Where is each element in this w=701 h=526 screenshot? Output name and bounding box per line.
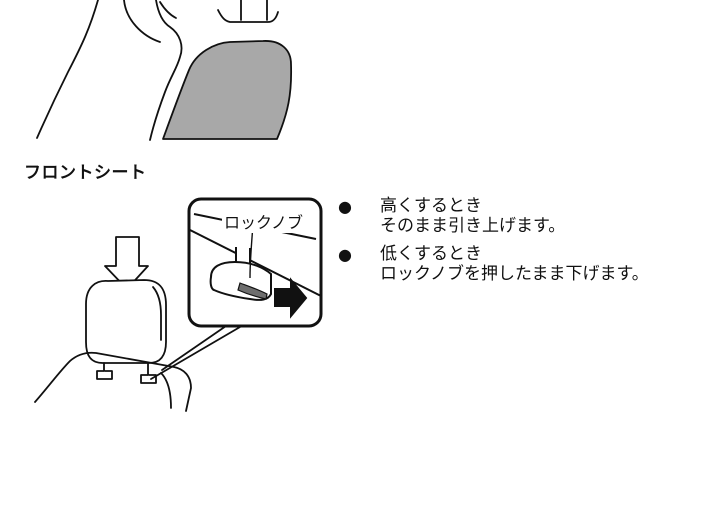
lock-knob-shading-icon: [237, 282, 268, 300]
callout-pointer-icon: [161, 325, 227, 371]
stay-right-icon: [140, 362, 157, 384]
section-title: フロントシート: [24, 163, 147, 183]
front-headrest-side-icon: [152, 286, 162, 341]
callout-bottom-line-icon: [189, 229, 322, 297]
person-outline-icon: [36, 0, 99, 139]
bullet-icon: ●: [338, 245, 352, 264]
front-headrest-icon: [85, 279, 167, 364]
instruction-item-raise: ● 高くするとき そのまま引き上げます。: [338, 196, 693, 236]
lock-knob-label: ロックノブ: [222, 209, 306, 233]
headrest-base-icon: [217, 9, 279, 23]
down-arrow-icon: [104, 236, 149, 290]
seat-back-right-icon: [160, 372, 172, 409]
instruction-list: ● 高くするとき そのまま引き上げます。 ● 低くするとき ロックノブを押したま…: [338, 196, 693, 292]
stay-left-icon: [96, 362, 113, 380]
person-neck-icon: [123, 0, 161, 43]
bullet-icon: ●: [338, 197, 352, 216]
instruction-item-lower: ● 低くするとき ロックノブを押したまま下げます。: [338, 244, 693, 284]
front-seat-figure: [34, 236, 241, 412]
instruction-heading: 高くするとき: [380, 196, 482, 216]
callout-pointer-lower-icon: [150, 326, 241, 380]
instruction-heading: 低くするとき: [380, 244, 482, 264]
press-arrow-icon: [274, 277, 308, 319]
headrest-icon: [162, 40, 293, 140]
person-ear-icon: [159, 1, 177, 19]
instruction-body: ロックノブを押したまま下げます。: [380, 264, 649, 284]
driver-headrest-figure: [36, 0, 293, 141]
person-shoulder-icon: [149, 0, 183, 141]
seat-back-icon: [34, 351, 192, 412]
instruction-body: そのまま引き上げます。: [380, 216, 566, 236]
